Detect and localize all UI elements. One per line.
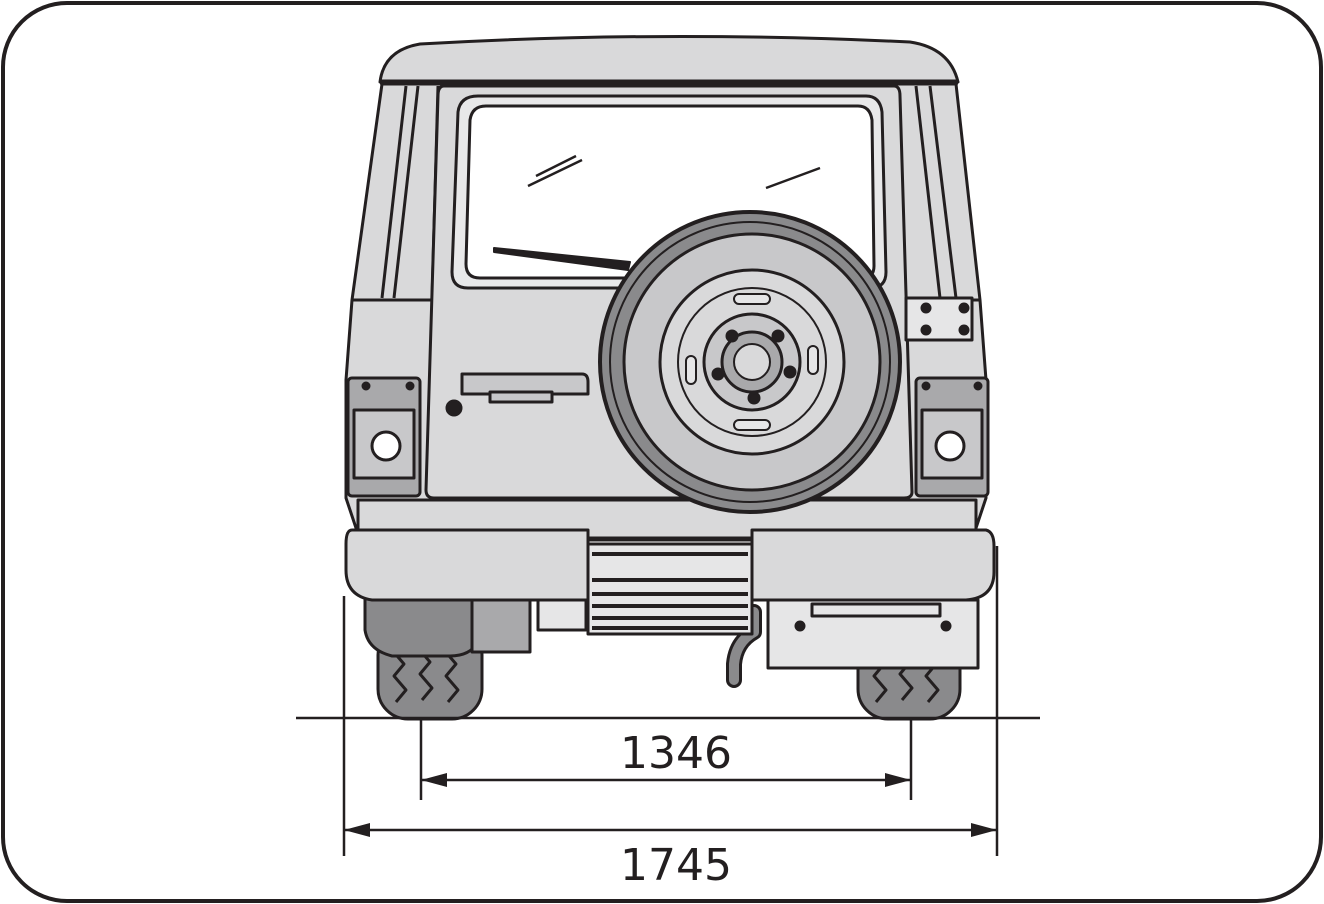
- fuel-tank: [363, 596, 480, 658]
- spare-wheel: [598, 210, 902, 514]
- window-reflection: [527, 154, 821, 190]
- track-width-label: 1346: [620, 728, 732, 779]
- door-lock: [445, 399, 463, 417]
- under-panel: [536, 598, 588, 632]
- overall-width-label: 1745: [620, 840, 732, 891]
- left-tail-light: [346, 376, 422, 498]
- rear-axle-housing: [470, 598, 532, 654]
- rear-bumper: [344, 528, 590, 602]
- roof: [378, 34, 960, 84]
- license-plate-holder: [766, 598, 980, 670]
- rear-step: [586, 542, 754, 636]
- door-hinge: [904, 296, 974, 342]
- vehicle-rear-view: [344, 34, 996, 721]
- door-handle: [460, 372, 590, 396]
- right-tail-light: [914, 376, 990, 498]
- dimension-lines: [296, 546, 1040, 856]
- rear-wiper: [493, 247, 631, 271]
